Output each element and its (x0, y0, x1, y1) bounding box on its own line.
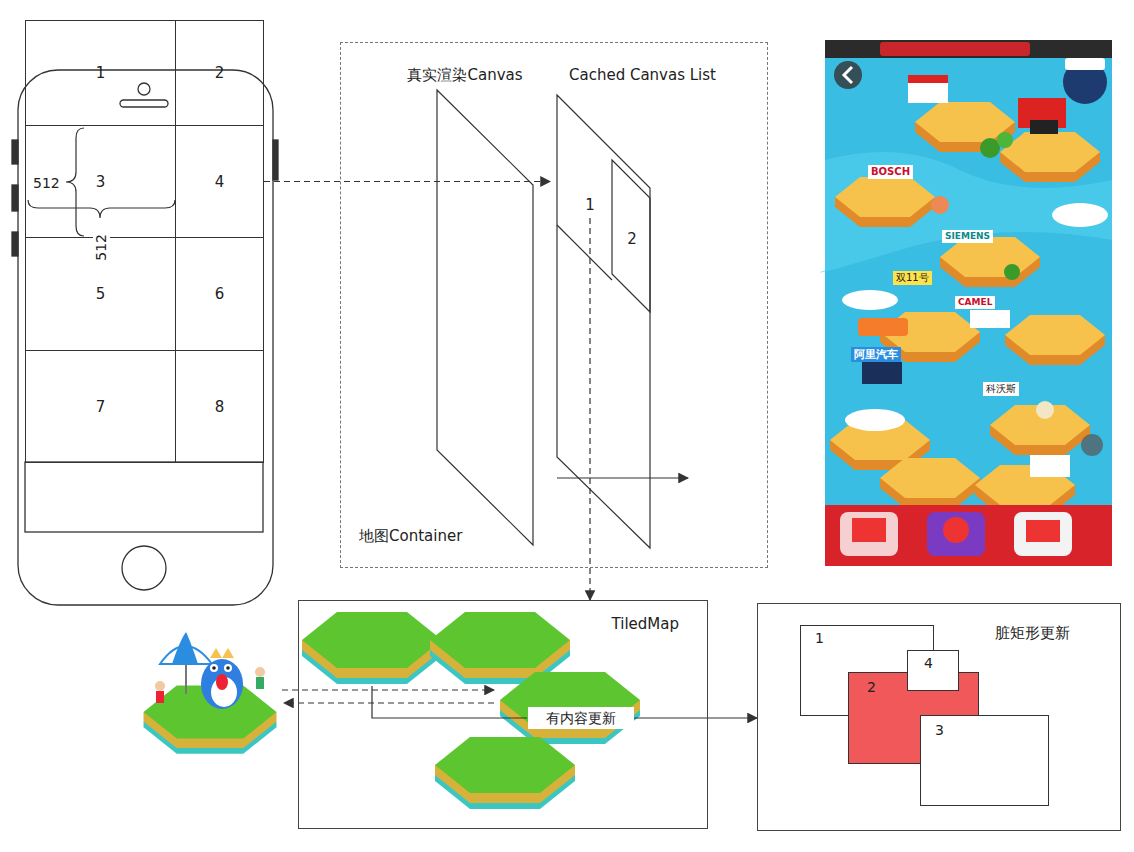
scroll-arrow (557, 477, 688, 478)
label-anchor: 双11号 (893, 266, 932, 285)
sign-label: CAMEL (955, 296, 995, 309)
tile-hexes (302, 612, 640, 809)
node-text: 脏矩形更新 (995, 624, 1070, 642)
node-text: 6 (215, 285, 225, 303)
node-text: 2 (215, 64, 225, 82)
cached-canvas: 2 (618, 226, 646, 252)
node-text: 3 (935, 722, 944, 739)
sign-label: 阿里汽车 (851, 347, 901, 362)
label-anchor: BOSCH (868, 160, 913, 179)
canvas-plane (550, 60, 735, 552)
node-text: 2 (867, 679, 876, 696)
render-canvas: 真实渲染Canvas (385, 60, 545, 552)
node-text: 8 (215, 398, 225, 416)
node-text: 有内容更新 (546, 710, 616, 727)
sign-label: 双11号 (893, 271, 932, 285)
grid-cell: 4 (175, 125, 264, 238)
dirty-rect: 3 (920, 715, 1049, 806)
phone-outline (12, 70, 278, 605)
node-text: 4 (215, 173, 225, 191)
game-screenshot (820, 40, 1112, 566)
node-text: 1 (815, 630, 824, 647)
node-text: TiledMap (612, 615, 679, 633)
dimension-label: 512 (93, 232, 110, 263)
label-anchor: 阿里汽车 (851, 343, 901, 362)
node-text: 地图Container (359, 527, 462, 545)
update-line (372, 686, 527, 718)
dirty-rect-panel: 脏矩形更新 1 2 3 4 (757, 603, 1121, 831)
label-anchor: 512 (33, 173, 60, 192)
label-anchor: 科沃斯 (983, 377, 1019, 396)
grid-cell: 8 (175, 350, 264, 463)
label-anchor: CAMEL (955, 290, 995, 309)
node-text: 5 (96, 285, 106, 303)
dimension-brace (28, 128, 175, 236)
label-anchor: SIEMENS (942, 224, 993, 243)
node-text: Cached Canvas List (569, 66, 716, 84)
canvas-plane (385, 60, 545, 552)
sign-label: SIEMENS (942, 230, 993, 243)
tiledmap-box: TiledMap 有内容更新 (298, 600, 708, 829)
connector (589, 218, 590, 600)
grid-cell: 1 (25, 20, 176, 126)
node-text: 1 (585, 196, 595, 214)
grid-cell: 2 (175, 20, 264, 126)
dashed-arrow (282, 689, 494, 690)
tile-illustration (144, 632, 277, 754)
node-text: 3 (96, 173, 106, 191)
cached-canvas-list: Cached Canvas List 1 2 (550, 60, 735, 552)
grid-cell: 6 (175, 237, 264, 351)
update-tag: 有内容更新 (528, 707, 634, 729)
connector (634, 717, 757, 718)
grid-cell: 7 (25, 350, 176, 463)
node-text: 2 (627, 230, 637, 248)
connector (264, 181, 550, 182)
sign-label: BOSCH (868, 165, 913, 179)
sign-label: 科沃斯 (983, 382, 1019, 396)
node-text: 1 (96, 64, 106, 82)
dirty-rect: 4 (907, 650, 959, 691)
dimension-label: 512 (33, 175, 60, 192)
label-anchor: 512 (86, 237, 117, 256)
node-text: 4 (924, 655, 933, 672)
dashed-arrow (284, 702, 494, 703)
node-text: 真实渲染Canvas (407, 66, 522, 84)
cached-canvas: 1 (575, 192, 605, 218)
map-container: 地图Container 真实渲染Canvas Cached Canvas List 1… (340, 42, 768, 568)
node-text: 7 (96, 398, 106, 416)
